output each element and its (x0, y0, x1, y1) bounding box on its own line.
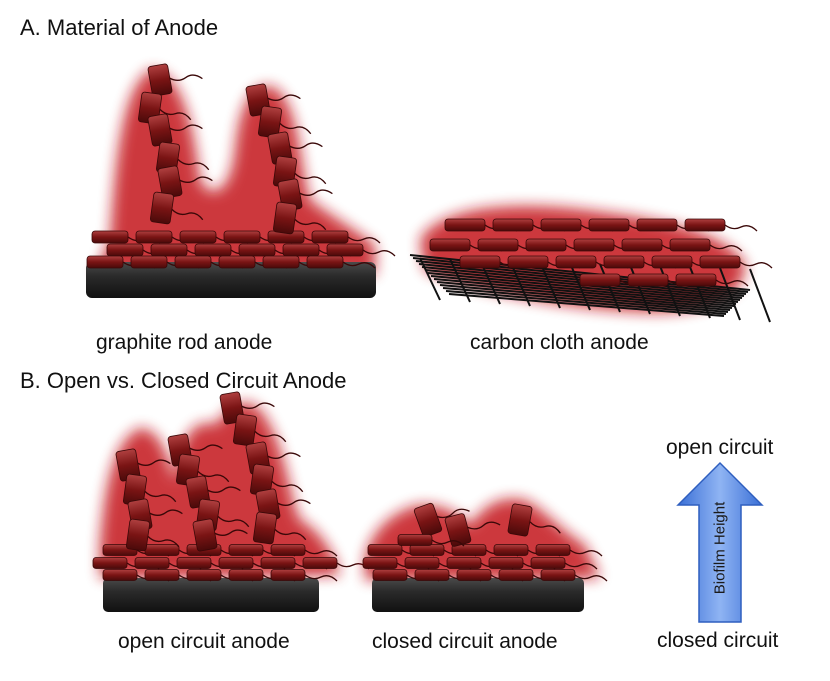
up-arrow-icon (676, 461, 764, 623)
bacterium (446, 557, 514, 570)
bacterium (252, 511, 307, 545)
bacterium (540, 569, 608, 582)
bacterium (699, 255, 773, 269)
closed-circuit-label: closed circuit (657, 629, 779, 652)
bacterium (555, 255, 629, 269)
closed-circuit-electrode (372, 578, 584, 612)
bacterium (125, 518, 180, 552)
bacterium (684, 218, 758, 232)
open-circuit-label: open circuit (666, 436, 774, 459)
bacterium (530, 557, 598, 570)
bacterium (115, 448, 171, 482)
bacterium (192, 518, 248, 552)
open-circuit-bacteria (92, 391, 370, 582)
section-a-title: A. Material of Anode (20, 15, 219, 40)
bacterium (675, 273, 749, 287)
bacterium (257, 105, 312, 139)
bacterium (102, 569, 170, 582)
bacterium (535, 544, 603, 557)
arrow-label-box: Biofilm Height (706, 478, 734, 618)
section-b-title: B. Open vs. Closed Circuit Anode (20, 368, 347, 393)
bacterium (270, 544, 338, 557)
graphite-rod-electrode (86, 262, 376, 298)
biofilm-height-label: Biofilm Height (711, 501, 729, 595)
bacterium (147, 63, 203, 97)
bacterium (669, 238, 743, 252)
bacterium (306, 255, 376, 269)
bacterium (232, 413, 287, 447)
bacterium (397, 534, 465, 547)
bacterium (507, 503, 561, 537)
bacterium (267, 131, 323, 165)
open-circuit-electrode (103, 578, 319, 612)
bacterium (149, 191, 204, 225)
bacterium (272, 201, 327, 235)
graphite-rod-bacteria (86, 63, 396, 269)
bacterium (249, 463, 304, 497)
bacterium (302, 557, 370, 570)
open-circuit-biofilm (100, 402, 340, 578)
bacterium (326, 243, 396, 257)
bacterium (147, 113, 203, 147)
closed-circuit-bacteria (362, 502, 608, 582)
closed-circuit-anode-label: closed circuit anode (372, 630, 558, 653)
bacterium (311, 230, 381, 244)
bacterium (444, 513, 501, 547)
open-circuit-anode-label: open circuit anode (118, 630, 290, 653)
bacterium (413, 502, 470, 538)
carbon-cloth-anode-label: carbon cloth anode (470, 331, 649, 354)
bacterium (579, 273, 653, 287)
carbon-cloth-bacteria (429, 218, 773, 287)
graphite-rod-anode-label: graphite rod anode (96, 331, 273, 354)
bacterium (270, 569, 338, 582)
